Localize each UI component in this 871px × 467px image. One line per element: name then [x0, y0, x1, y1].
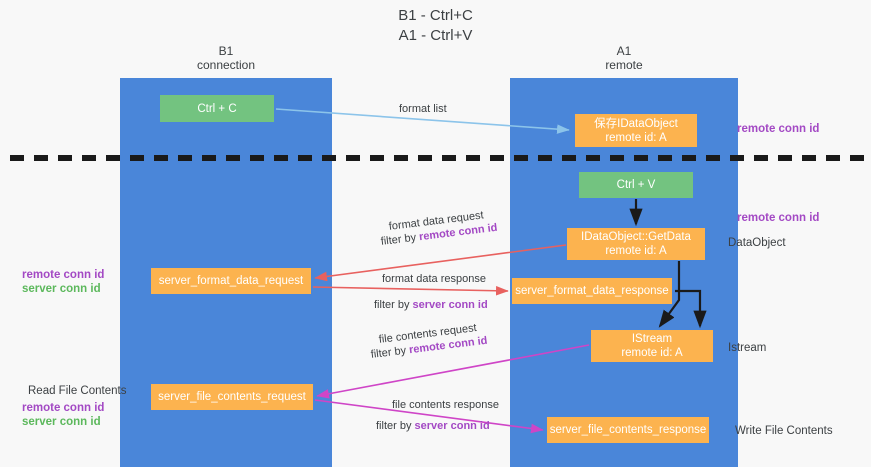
- node-server-file-contents-response[interactable]: server_file_contents_response: [547, 417, 709, 443]
- node-idataobject-getdata[interactable]: IDataObject::GetData remote id: A: [567, 228, 705, 260]
- label-left-server-conn-id-2: server conn id: [22, 416, 101, 428]
- label-remote-conn-id-top: remote conn id: [737, 123, 820, 135]
- label-read-file-contents: Read File Contents: [28, 385, 127, 397]
- lane-header-a1: A1 remote: [510, 44, 738, 72]
- connector-file-contents-request: [316, 344, 590, 399]
- edge-label-format-list: format list: [399, 103, 447, 115]
- filter-key-server-conn-id: server conn id: [414, 420, 490, 432]
- connector-response-istream: [675, 289, 707, 329]
- node-ctrl-v-label: Ctrl + V: [616, 179, 656, 191]
- label-left-remote-conn-id-2: remote conn id: [22, 402, 105, 414]
- node-server-file-contents-response-label: server_file_contents_response: [549, 424, 707, 436]
- label-istream: Istream: [728, 342, 767, 354]
- node-istream[interactable]: IStream remote id: A: [591, 330, 713, 362]
- lane-b1-name: B1: [218, 44, 234, 58]
- node-server-file-contents-request[interactable]: server_file_contents_request: [151, 384, 313, 410]
- filter-prefix: filter by: [374, 299, 413, 311]
- edge-label-file-contents-response: file contents response: [392, 399, 500, 411]
- label-dataobject: DataObject: [728, 237, 786, 249]
- node-ctrl-c-label: Ctrl + C: [197, 102, 237, 115]
- node-idataobject[interactable]: 保存IDataObject remote id: A: [575, 114, 697, 147]
- connector-format-list: [275, 108, 570, 134]
- page-title: B1 - Ctrl+C A1 - Ctrl+V: [0, 6, 871, 46]
- phase-divider: [10, 155, 865, 161]
- connector-format-data-request: [314, 244, 567, 282]
- node-getdata-label: IDataObject::GetData: [581, 231, 691, 243]
- node-server-file-contents-request-label: server_file_contents_request: [158, 391, 306, 403]
- node-idataobject-sub: remote id: A: [605, 131, 667, 144]
- node-server-format-data-response-label: server_format_data_response: [515, 285, 669, 297]
- node-server-format-data-response[interactable]: server_format_data_response: [512, 278, 672, 304]
- label-left-server-conn-id-1: server conn id: [22, 283, 101, 295]
- title-line-2: A1 - Ctrl+V: [398, 27, 473, 44]
- filter-prefix: filter by: [376, 420, 415, 432]
- label-left-conn-ids-1: remote conn id server conn id: [22, 268, 104, 296]
- edge-label-format-data-response: format data response: [382, 273, 486, 285]
- lane-b1-role: connection: [196, 58, 256, 72]
- node-server-format-data-request-label: server_format_data_request: [158, 275, 304, 287]
- lane-a1-name: A1: [616, 44, 632, 58]
- node-istream-sub: remote id: A: [621, 347, 683, 359]
- filter-key-server-conn-id: server conn id: [412, 299, 488, 311]
- connector-getdata-istream: [658, 261, 681, 328]
- label-left-conn-ids-2: remote conn id server conn id: [22, 401, 104, 429]
- connector-file-contents-response: [314, 399, 544, 434]
- connector-format-data-response: [312, 285, 509, 296]
- lane-a1-role: remote: [605, 58, 643, 72]
- lane-header-b1: B1 connection: [120, 44, 332, 72]
- label-write-file-contents: Write File Contents: [735, 425, 833, 437]
- label-remote-conn-id-mid: remote conn id: [737, 212, 820, 224]
- node-istream-label: IStream: [631, 333, 673, 345]
- node-getdata-sub: remote id: A: [605, 245, 667, 257]
- edge-label-file-contents-response-filter: filter by server conn id: [376, 419, 490, 433]
- node-ctrl-v[interactable]: Ctrl + V: [579, 172, 693, 198]
- node-ctrl-c[interactable]: Ctrl + C: [160, 95, 274, 122]
- node-idataobject-label: 保存IDataObject: [594, 117, 678, 130]
- label-left-remote-conn-id-1: remote conn id: [22, 269, 105, 281]
- edge-label-format-data-response-filter: filter by server conn id: [374, 298, 488, 312]
- node-server-format-data-request[interactable]: server_format_data_request: [151, 268, 311, 294]
- title-line-1: B1 - Ctrl+C: [398, 7, 473, 24]
